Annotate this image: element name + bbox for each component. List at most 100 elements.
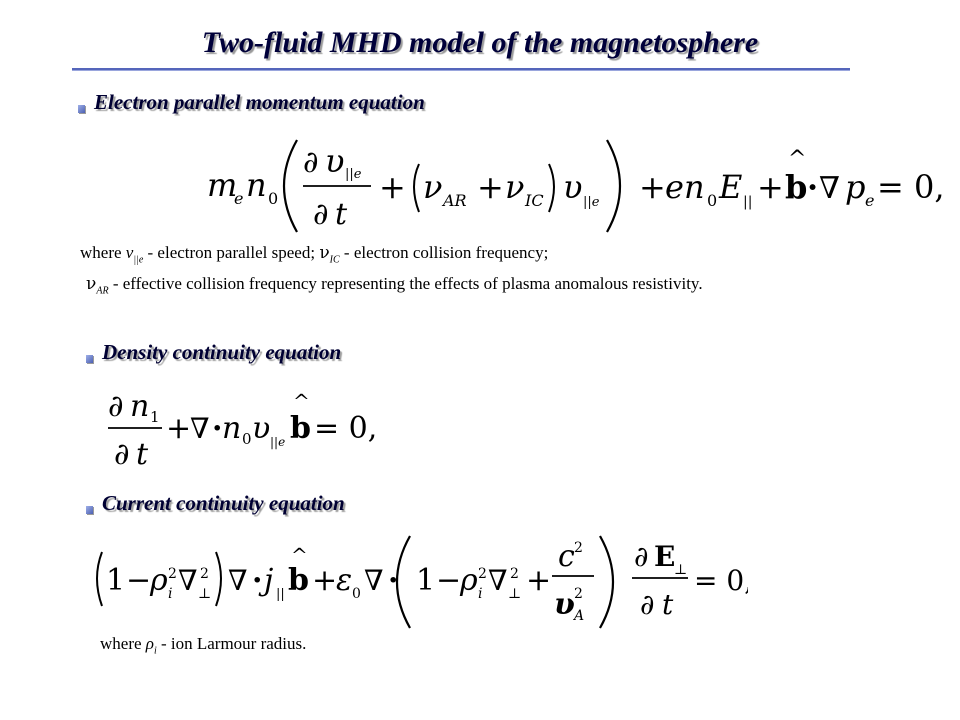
- page-title: Two-fluid MHD model of the magnetosphere: [201, 26, 759, 59]
- note-nu-ar: ν: [86, 274, 97, 294]
- eq-one: 1: [106, 563, 125, 598]
- current-equation: 1 − ρ 2 i ∇ 2 ⊥ ∇ · j || b ^ + ε 0 ∇ · 1…: [96, 535, 748, 629]
- eq-b: b: [785, 168, 807, 206]
- eq-b: b: [290, 411, 311, 446]
- eq-one-2: 1: [416, 563, 435, 598]
- momentum-note-line2: νAR - effective collision frequency repr…: [86, 274, 703, 296]
- eq-grad: ∇: [819, 171, 840, 206]
- eq-en: en: [665, 168, 705, 206]
- eq-equals: = 0,: [877, 168, 945, 206]
- note-ar-desc: - effective collision frequency represen…: [112, 274, 703, 293]
- eq-grad-4: ∇: [488, 564, 508, 597]
- eq-E: E: [654, 540, 675, 573]
- note-where: where: [100, 634, 142, 653]
- eq-eps: ε: [336, 563, 352, 598]
- eq-v: υ: [252, 411, 270, 446]
- momentum-equation: m e n 0 ∂ υ ||e ∂ t + ν AR + ν IC υ ||e …: [207, 139, 945, 233]
- left-paren-big: [283, 139, 298, 233]
- density-equation: ∂ n 1 ∂ t + ∇ · n 0 υ ||e b ^ = 0,: [108, 389, 377, 472]
- eq-m-sub: e: [234, 189, 243, 208]
- note-rho-symbol: ρ: [145, 634, 154, 653]
- eq-ic-sub: IC: [524, 191, 544, 210]
- eq-v-sub: ||e: [270, 435, 285, 449]
- current-note: where ρi - ion Larmour radius.: [100, 634, 306, 656]
- left-paren-inner: [413, 163, 420, 213]
- eq-plus-2: +: [477, 168, 504, 206]
- eq-grad: ∇: [178, 564, 198, 597]
- eq-rho-sub: i: [168, 586, 172, 602]
- note-rho-sub: i: [153, 645, 157, 657]
- eq-E-sub: ||: [743, 194, 752, 210]
- section-heading-momentum: Electron parallel momentum equation: [94, 90, 425, 114]
- left-paren-big: [396, 535, 411, 629]
- eq-vA: υ: [554, 587, 575, 622]
- eq-partial-top: ∂: [634, 540, 648, 573]
- eq-plus-1: +: [312, 563, 337, 598]
- eq-b-hat: ^: [293, 389, 310, 413]
- note-v-sub: ||e: [133, 254, 144, 266]
- eq-vA-sq: 2: [574, 586, 583, 602]
- eq-partial-bottom: ∂: [640, 588, 654, 621]
- note-v-desc: - electron parallel speed;: [147, 243, 316, 262]
- eq-c-sq: 2: [574, 540, 583, 556]
- note-rho-desc: - ion Larmour radius.: [160, 634, 307, 653]
- note-where: where: [80, 243, 122, 262]
- eq-p-sub: e: [865, 191, 874, 210]
- eq-minus-2: −: [436, 563, 461, 598]
- eq-n-sub: 1: [150, 408, 160, 426]
- note-nu-ar-sub: AR: [96, 285, 109, 297]
- note-v-symbol: v: [125, 243, 134, 262]
- eq-grad-perp: ⊥: [198, 586, 211, 602]
- eq-j-sub: ||: [276, 587, 285, 602]
- eq-v: υ: [325, 142, 344, 180]
- eq-n0: n: [222, 411, 241, 446]
- eq-minus: −: [126, 563, 151, 598]
- eq-grad-4-sq: 2: [510, 566, 519, 582]
- eq-en-sub: 0: [707, 191, 717, 210]
- eq-nu-ic: ν: [505, 168, 524, 206]
- title-underline: [72, 68, 850, 71]
- right-paren-big: [599, 535, 614, 629]
- eq-t: t: [662, 588, 674, 621]
- eq-v-2-sub: ||e: [583, 195, 600, 210]
- eq-ar-sub: AR: [441, 191, 467, 210]
- eq-grad-2: ∇: [228, 564, 248, 597]
- eq-equals: = 0,: [314, 411, 377, 446]
- eq-equals: = 0,: [694, 564, 748, 597]
- eq-rho: ρ: [149, 563, 168, 598]
- eq-dot: ·: [212, 411, 222, 446]
- eq-grad-4-perp: ⊥: [508, 586, 521, 602]
- eq-c: c: [558, 539, 575, 574]
- eq-n0-sub: 0: [242, 430, 252, 448]
- section-bullet-icon: [86, 355, 93, 363]
- eq-rho-2-sub: i: [478, 586, 482, 602]
- eq-t: t: [335, 197, 348, 232]
- note-nu-ic-sub: IC: [329, 254, 340, 266]
- right-paren-inner: [548, 163, 555, 213]
- note-nu-ic: ν: [319, 243, 330, 263]
- eq-b: b: [288, 563, 309, 598]
- eq-rho-2-sq: 2: [478, 566, 487, 582]
- eq-E-perp: ⊥: [674, 562, 687, 578]
- note-ic-desc: - electron collision frequency;: [343, 243, 549, 262]
- eq-m: m: [207, 166, 237, 204]
- section-heading-density: Density continuity equation: [102, 340, 342, 364]
- eq-dot: ·: [252, 563, 262, 598]
- right-paren-big: [606, 139, 621, 233]
- eq-grad-3: ∇: [364, 564, 384, 597]
- eq-plus: +: [166, 411, 191, 446]
- eq-partial-bottom: ∂: [313, 197, 329, 232]
- eq-partial-bottom: ∂: [114, 437, 130, 472]
- eq-plus-1: +: [379, 168, 406, 206]
- eq-nu-ar: ν: [423, 168, 442, 206]
- eq-grad: ∇: [190, 412, 210, 445]
- eq-rho-sq: 2: [168, 566, 177, 582]
- eq-partial-top: ∂: [108, 389, 124, 424]
- eq-n: n: [130, 389, 149, 424]
- eq-rho-2: ρ: [459, 563, 478, 598]
- section-bullet-icon: [86, 506, 93, 514]
- section-heading-current: Current continuity equation: [102, 491, 345, 515]
- eq-partial-top: ∂: [303, 145, 319, 180]
- eq-b-hat: ^: [291, 543, 308, 567]
- momentum-note-line1: where v||e - electron parallel speed; νI…: [80, 243, 548, 265]
